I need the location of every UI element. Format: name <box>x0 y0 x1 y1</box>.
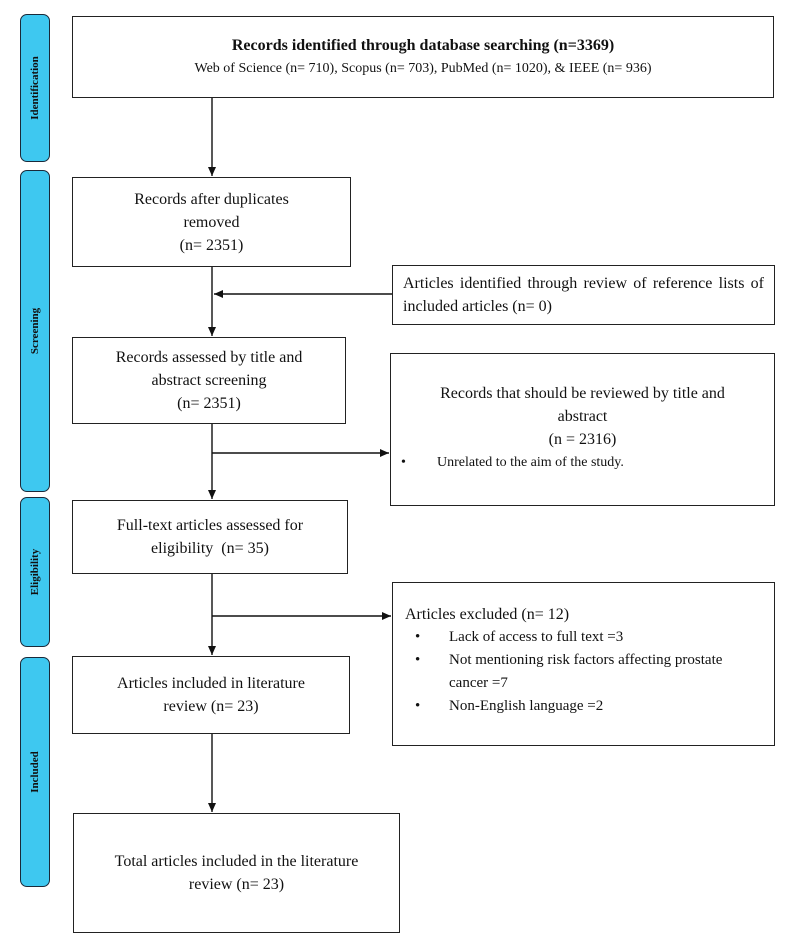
stage-identification: Identification <box>20 14 50 162</box>
total-included-line1: Total articles included in the literatur… <box>114 853 359 870</box>
articles-excluded-title: Articles excluded (n= 12) <box>405 606 570 623</box>
title-abstract-box: Records assessed by title and abstract s… <box>72 337 346 424</box>
full-text-line1: Full-text articles assessed for <box>116 517 304 534</box>
records-identified-sources: Web of Science (n= 710), Scopus (n= 703)… <box>194 61 652 76</box>
title-abstract-excluded-reason: Unrelated to the aim of the study. <box>391 451 774 474</box>
excluded-reason-access: Lack of access to full text =3 <box>405 626 764 649</box>
articles-excluded-box: Articles excluded (n= 12) Lack of access… <box>392 582 775 746</box>
title-abstract-count: (n= 2351) <box>177 395 241 412</box>
title-abstract-excluded-count: (n = 2316) <box>548 431 617 448</box>
title-abstract-excluded-line2: abstract <box>557 408 608 425</box>
reference-lists-box: Articles identified through review of re… <box>392 265 775 325</box>
full-text-box: Full-text articles assessed for eligibil… <box>72 500 348 574</box>
title-abstract-line2: abstract screening <box>151 372 267 389</box>
included-line1: Articles included in literature <box>117 675 305 692</box>
stage-screening: Screening <box>20 170 50 492</box>
duplicates-removed-line2: removed <box>183 213 240 231</box>
excluded-reason-risk-factors: Not mentioning risk factors affecting pr… <box>405 649 764 695</box>
duplicates-removed-box: Records after duplicates removed (n= 235… <box>72 177 351 267</box>
duplicates-removed-count: (n= 2351) <box>179 236 244 254</box>
total-included-box: Total articles included in the literatur… <box>73 813 400 933</box>
total-included-line2: review (n= 23) <box>188 876 285 893</box>
excluded-reason-language: Non-English language =2 <box>405 695 764 718</box>
title-abstract-excluded-line1: Records that should be reviewed by title… <box>440 385 725 402</box>
duplicates-removed-line1: Records after duplicates <box>134 190 289 208</box>
title-abstract-line1: Records assessed by title and <box>115 349 303 366</box>
included-line2: review (n= 23) <box>163 698 259 715</box>
stage-included: Included <box>20 657 50 887</box>
records-identified-title: Records identified through database sear… <box>231 37 615 54</box>
full-text-line2: eligibility (n= 35) <box>151 540 269 557</box>
included-box: Articles included in literature review (… <box>72 656 350 734</box>
title-abstract-excluded-box: Records that should be reviewed by title… <box>390 353 775 506</box>
stage-eligibility: Eligibility <box>20 497 50 647</box>
reference-lists-text: Articles identified through review of re… <box>403 275 764 315</box>
records-identified-box: Records identified through database sear… <box>72 16 774 98</box>
